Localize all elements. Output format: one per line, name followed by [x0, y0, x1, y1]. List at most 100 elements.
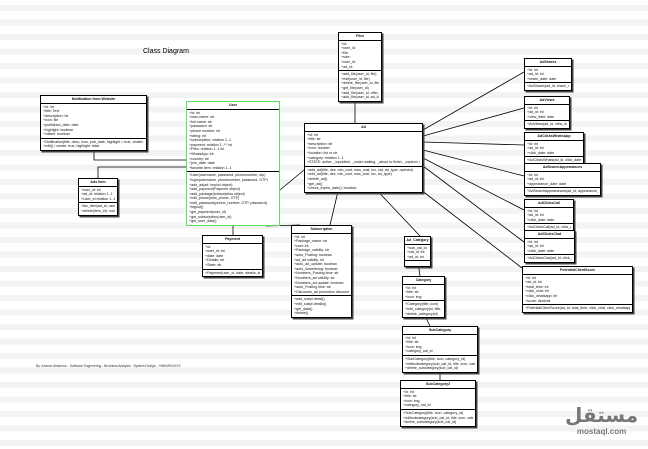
attribute: +id: int	[405, 285, 416, 290]
class-name: Payment	[203, 236, 262, 244]
attribute: +cat_id: int	[407, 250, 425, 255]
attribute: +subscription: relation 1..1	[189, 138, 232, 143]
attribute: +click_chat: int	[525, 289, 549, 294]
attribute: +description: txt	[43, 113, 69, 118]
attribute: +view_date: date	[527, 114, 555, 119]
class-attributes: +id: int+ad_id: int+click_date: date	[525, 141, 583, 158]
attribute: +auto_Posting: boolean	[294, 252, 332, 257]
method: +login(username, phonenumber, password, …	[189, 177, 268, 182]
class-adsitem[interactable]: Ads Item+user_id: int+ad_id: relation 1.…	[78, 178, 118, 216]
attribute: +location: list or str	[307, 150, 338, 155]
attribute: +Numbers_ad update: boolean	[294, 280, 344, 285]
attribute: +id: int	[405, 335, 416, 340]
method: +AdViews(ad_id, view_date)	[527, 122, 567, 127]
method: +add_ad(ad: Implict object)	[189, 182, 233, 187]
attribute: +ad_id: int	[527, 213, 544, 218]
class-name: Ads Item	[79, 179, 117, 187]
attribute: +click_date: date	[527, 150, 555, 155]
method: +AdShares(ad_id, share_date)	[527, 84, 569, 89]
class-notification[interactable]: Notification from Website+id: int+title:…	[40, 95, 147, 151]
attribute: +id:	[205, 244, 211, 249]
class-adclickschat[interactable]: AdClicksChat+id: int+ad_id: int+click_da…	[524, 230, 575, 263]
class-adcategory[interactable]: Ad_Category+sub_cat_id: int+cat_id: int+…	[404, 236, 431, 268]
class-category[interactable]: Category+id: int+title: str+icon: img+Ca…	[402, 276, 445, 319]
class-methods: +fav_item(ad_id, user_id)+delete(item_id…	[79, 203, 117, 214]
class-payment[interactable]: Payment+id:+user_id: int+date: date+Deta…	[202, 235, 263, 278]
attribute: +Files: relation 1..1 int	[189, 147, 225, 152]
method: +add_file(user_id, offer_id)	[341, 90, 379, 95]
attribute: +ad_id:	[341, 64, 353, 69]
class-files[interactable]: Files+id:+user_id:+file:+size:+user_id:+…	[338, 32, 382, 102]
attribute: +title: str	[405, 290, 419, 295]
attribute: +ad_id: int	[527, 110, 544, 115]
class-adsearchappearances[interactable]: AdSearchAppearances+id: int+ad_id: int+a…	[524, 163, 601, 196]
method: +add_package(subscription object)	[189, 191, 245, 196]
attribute: +Details: str	[205, 258, 225, 263]
attribute: +Numbers_ad validity: str	[294, 275, 335, 280]
class-methods: +add_file(user_id, file)+edit(user_id, f…	[339, 71, 381, 101]
attribute: +id: int	[403, 389, 414, 394]
class-adviews[interactable]: AdViews+id: int+ad_id: int+view_date: da…	[524, 96, 570, 129]
method: +editsubcategory(sub_cat_id, title, icon…	[405, 361, 475, 366]
attribute: +id: int	[527, 239, 538, 244]
attribute: +id: int	[527, 172, 538, 177]
class-attributes: +id: int+Package_name: str+cost: int+Pac…	[292, 234, 351, 297]
attribute: +file:	[341, 50, 349, 55]
class-adclickscall[interactable]: AdClicksCall+id: int+ad_id: int+click_da…	[524, 199, 574, 232]
class-name: Ad	[305, 124, 422, 132]
method: +get_ad()	[307, 181, 323, 186]
attribute: +id: int	[527, 141, 538, 146]
class-subcategory2[interactable]: SubCategory2+id: int+title: str+icon: im…	[400, 380, 476, 427]
method: +add_ad(title, des, min_cost, max_cost, …	[307, 167, 413, 172]
method: +edit_phone(new_phone, OTP)	[189, 196, 240, 201]
method: +AdSearchAppearances(ad_id, appearance_d…	[527, 189, 598, 194]
method: +edit_password(phone_number, OTP, passwo…	[189, 200, 267, 205]
attribute: +State: str	[205, 262, 222, 267]
class-name: AdShares	[525, 59, 571, 67]
attribute: +visibel: boolean	[43, 132, 70, 137]
attribute: +payment: relation 1..*? int	[189, 142, 232, 147]
method: +check_expire_date(): boolean	[307, 186, 357, 191]
attribute: +user_id: int	[205, 249, 225, 254]
attribute: +ad_id: int	[527, 146, 544, 151]
class-user[interactable]: User+id: int+user-name: str+full-name: s…	[186, 101, 280, 226]
class-subscription[interactable]: Subscription+id: int+Package_name: str+c…	[291, 225, 352, 318]
attribute: +score: decimal	[525, 298, 551, 303]
attribute: +Discounts_ad promotion discounts: str	[294, 289, 349, 294]
class-adclickswhatsapp[interactable]: AdClicksWhatsApp+id: int+ad_id: int+clic…	[524, 132, 584, 165]
class-adshares[interactable]: AdShares+id: int+ad_id: int+share_date: …	[524, 58, 572, 91]
class-methods: +PotentialClientScore(ad_id, total_time,…	[523, 305, 632, 312]
attribute: +id: int	[43, 104, 54, 109]
class-attributes: +id: int+ad_id: int+total_time: int+clic…	[523, 275, 632, 306]
class-name: AdViews	[525, 97, 569, 105]
class-methods: +SubCategory(title, icon, category_id)+e…	[403, 356, 477, 372]
attribute: +ad_id: int	[527, 177, 544, 182]
attribute: +click_date: date	[527, 217, 555, 222]
attribute: +id: int	[189, 110, 200, 115]
attribute: +rating: int	[189, 133, 206, 138]
attribute: +STATE: active, _topublish, _under waiti…	[307, 160, 420, 165]
method: +AdClicksChat(ad_id, click_date)	[527, 256, 572, 261]
attribute: +full-name: str	[189, 119, 212, 124]
attribute: +id: int	[294, 234, 305, 239]
class-ad[interactable]: Ad+id: int+title: str+description: str+i…	[304, 123, 423, 193]
attribute: +title: str	[405, 340, 419, 345]
attribute: +user-name: str	[189, 115, 215, 120]
method: +get_data()	[294, 306, 313, 311]
method: +SubCategory(title, icon, category_id)	[403, 410, 464, 415]
attribute: +phone number: int	[189, 128, 221, 133]
attribute: +highlight: boolean	[43, 127, 74, 132]
attribute: +title: str	[307, 137, 321, 142]
method: +PotentialClientScore(ad_id, total_time,…	[525, 306, 630, 311]
class-attributes: +id: int+title: str+icon: img+category_c…	[403, 335, 477, 356]
class-methods: +AdClicksChat(ad_id, click_date)	[525, 255, 574, 262]
method: +edit_subpl details()	[294, 301, 327, 306]
attribute: +password: str	[189, 124, 213, 129]
class-methods: +AdShares(ad_id, share_date)	[525, 83, 571, 90]
attribute: +category_cat_id	[405, 349, 433, 354]
method: +SubCategory(title, icon, category_id)	[405, 356, 466, 361]
class-potentialclientscore[interactable]: PotentialClientScore+id: int+ad_id: int+…	[522, 266, 633, 313]
attribute: +WhatsApp: int	[189, 151, 214, 156]
attribute: +date: date	[205, 253, 224, 258]
class-subcategory[interactable]: SubCategory+id: int+title: str+icon: img…	[402, 326, 478, 373]
